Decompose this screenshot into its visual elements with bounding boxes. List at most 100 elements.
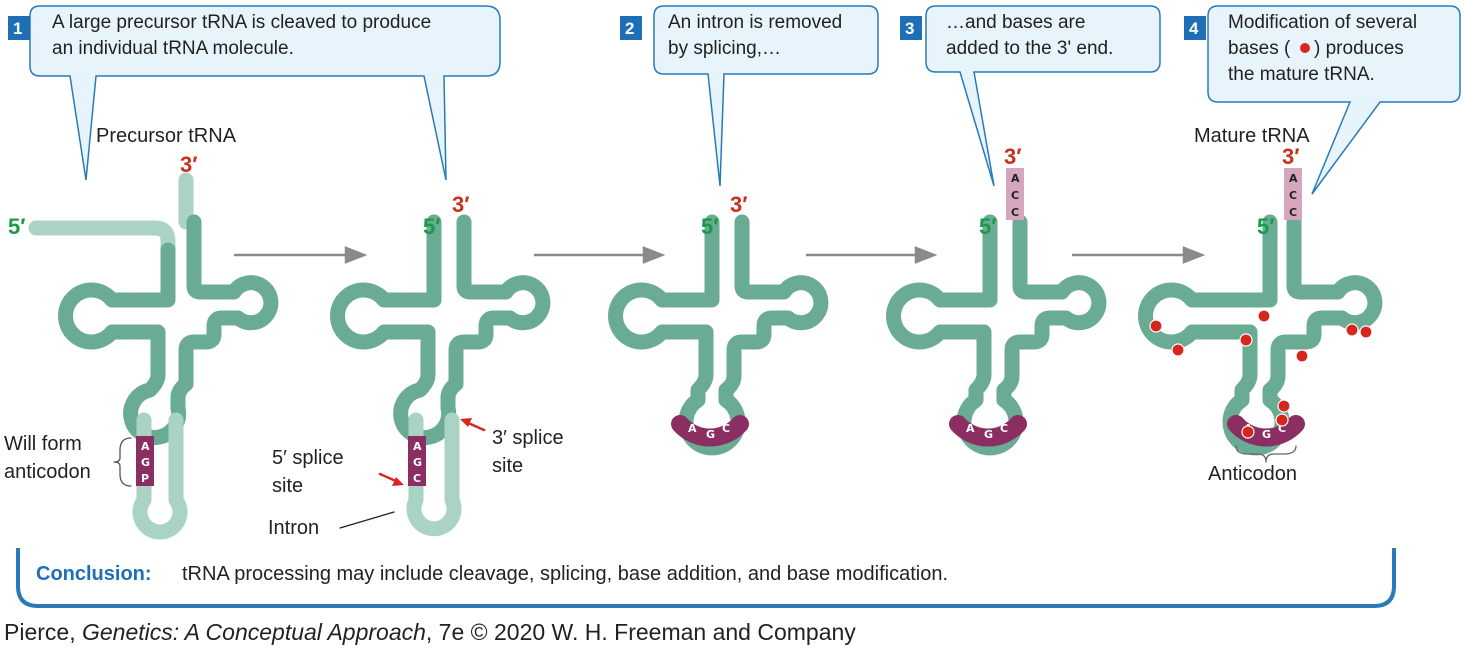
modified-base-10: [1241, 425, 1255, 439]
cca-tail-4: [1006, 168, 1024, 220]
intron-label: Intron: [268, 517, 319, 539]
callout-2-line-2: by splicing,…: [668, 38, 781, 59]
modified-base-7: [1359, 325, 1373, 339]
modified-base-legend-dot: [1300, 43, 1310, 53]
step-number-1: 1: [13, 19, 22, 38]
five-prime-splice-arrowhead: [392, 477, 404, 486]
anticodon-base-2: G: [141, 456, 150, 469]
splice5-label-2: site: [272, 475, 303, 497]
anticodon-3-base-1: A: [688, 422, 697, 435]
modified-base-4: [1257, 309, 1271, 323]
step-badge-4: [1184, 16, 1206, 40]
three-prime-label-2: 3′: [452, 192, 470, 217]
modified-base-3: [1239, 333, 1253, 347]
anticodon-5-base-2: G: [1262, 428, 1271, 441]
callout-step-3: 3 …and bases are added to the 3' end.: [900, 5, 1161, 187]
process-arrow-head-1: [344, 246, 368, 264]
process-arrow-head-2: [642, 246, 666, 264]
anticodon-4-base-1: A: [966, 422, 975, 435]
cloverleaf-body-3: [608, 214, 829, 456]
precursor-trna-label: Precursor tRNA: [96, 125, 237, 147]
anticodon-base-1: A: [141, 440, 150, 453]
credit-suffix: , 7e © 2020 W. H. Freeman and Company: [426, 619, 856, 645]
anticodon-brace: [1235, 445, 1297, 463]
anticodon-box-2: [408, 436, 426, 486]
will-form-label-2: anticodon: [4, 461, 91, 483]
will-form-label-1: Will form: [4, 433, 82, 455]
callout-4-line-3: the mature tRNA.: [1228, 64, 1375, 85]
callout-1-line-2: an individual tRNA molecule.: [52, 38, 294, 59]
step-badge-2: [620, 16, 642, 40]
step-number-4: 4: [1189, 19, 1199, 38]
three-prime-label-3: 3′: [730, 192, 748, 217]
three-prime-label-4: 3′: [1004, 144, 1022, 169]
anticodon-5-base-3: C: [1278, 422, 1286, 435]
callout-4-line-2a: bases (: [1228, 38, 1291, 59]
callout-3-line-1: …and bases are: [946, 12, 1085, 33]
trna-cca-added: A G C A C C 5′ 3′: [886, 144, 1107, 456]
modified-base-9: [1275, 413, 1289, 427]
will-form-brace: [113, 437, 132, 487]
anticodon-loop-5: [1227, 415, 1305, 447]
callout-3-line-2: added to the 3' end.: [946, 38, 1113, 59]
process-arrows: [234, 246, 1206, 264]
cloverleaf-body-4: [886, 214, 1107, 456]
step-number-2: 2: [625, 19, 634, 38]
callout-4-line-1: Modification of several: [1228, 12, 1417, 33]
modified-base-8: [1277, 399, 1291, 413]
intron-loop: [406, 412, 462, 537]
callout-1-line-1: A large precursor tRNA is cleaved to pro…: [52, 12, 431, 33]
callout-step-4: 4 Modification of several bases ( ) prod…: [1184, 5, 1461, 195]
anticodon-label: Anticodon: [1208, 463, 1297, 485]
cca-4-base-3: C: [1011, 206, 1019, 219]
callout-step-2: 2 An intron is removed by splicing,…: [620, 5, 879, 187]
cca-4-base-2: C: [1011, 189, 1019, 202]
modified-bases: [1149, 309, 1373, 439]
cloverleaf-body: [58, 214, 279, 445]
cloverleaf-body-2: [330, 214, 551, 445]
three-prime-label-5: 3′: [1282, 144, 1300, 169]
modified-base-2: [1171, 343, 1185, 357]
trna-precursor: A G P 5′ 3′ Will form anticodon: [4, 152, 279, 540]
anticodon-loop-3: [671, 415, 749, 447]
five-prime-label-2: 5′: [423, 214, 441, 239]
credit-line: Pierce, Genetics: A Conceptual Approach,…: [4, 619, 856, 645]
trna-cleaved: A G C 5′ 3′ 5′ splice site 3′ splice sit…: [268, 192, 564, 539]
anticodon-box-precursor: [136, 436, 154, 486]
anticodon-loop-4: [949, 415, 1027, 447]
anticodon-arm-precursor: [132, 412, 188, 540]
anticodon-2-base-2: G: [413, 456, 422, 469]
conclusion-box: Conclusion: tRNA processing may include …: [16, 548, 1396, 608]
five-prime-label-1: 5′: [8, 214, 26, 239]
three-prime-splice-arrowhead: [460, 418, 472, 427]
conclusion-heading: Conclusion:: [36, 563, 152, 585]
anticodon-4-base-3: C: [1000, 422, 1008, 435]
credit-title: Genetics: A Conceptual Approach: [82, 619, 426, 645]
cca-4-base-1: A: [1011, 172, 1020, 185]
intron-pointer: [339, 511, 395, 529]
step-number-3: 3: [905, 19, 914, 38]
five-prime-label-5: 5′: [1257, 214, 1275, 239]
splice3-label-2: site: [492, 455, 523, 477]
cca-5-base-3: C: [1289, 206, 1297, 219]
five-prime-label-3: 5′: [701, 214, 719, 239]
cca-tail-5: [1284, 168, 1302, 220]
cloverleaf-body-5: [1138, 214, 1383, 456]
callout-4-line-2b: ) produces: [1314, 38, 1404, 59]
five-prime-leader: [28, 220, 176, 258]
trna-spliced: A G C 5′ 3′: [608, 192, 829, 456]
anticodon-3-base-3: C: [722, 422, 730, 435]
anticodon-2-base-3: C: [413, 472, 421, 485]
step-badge-3: [900, 16, 922, 40]
process-arrow-head-3: [914, 246, 938, 264]
three-prime-label-1: 3′: [180, 152, 198, 177]
splice3-label-1: 3′ splice: [492, 427, 564, 449]
cca-5-base-1: A: [1289, 172, 1298, 185]
cca-5-base-2: C: [1289, 189, 1297, 202]
modified-base-1: [1149, 319, 1163, 333]
callout-step-1: 1 A large precursor tRNA is cleaved to p…: [8, 5, 501, 181]
conclusion-text: tRNA processing may include cleavage, sp…: [182, 563, 948, 585]
five-prime-label-4: 5′: [979, 214, 997, 239]
modified-base-5: [1295, 349, 1309, 363]
